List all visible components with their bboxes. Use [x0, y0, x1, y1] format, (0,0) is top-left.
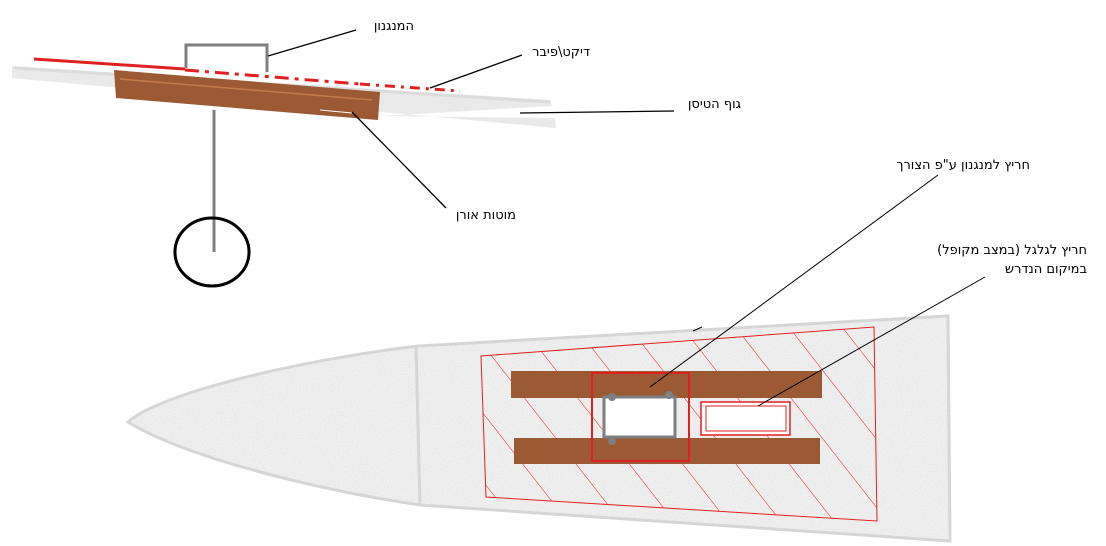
- label-plane-body: גוף הטיסן: [688, 97, 741, 112]
- mechanism-side: [184, 43, 269, 72]
- top-view: חריץ למנגנון ע"פ הצורך חריץ לגלגל (במצב …: [125, 158, 1087, 543]
- label-wheel-slot-line1: חריץ לגלגל (במצב מקופל): [937, 243, 1087, 258]
- hatched-cutout-area: [480, 326, 878, 522]
- leader-lines-side: [267, 29, 675, 209]
- dacron-fiber-layer: [33, 57, 461, 93]
- wheel-slot: [700, 401, 791, 436]
- label-mechanism-slot: חריץ למנגנון ע"פ הצורך: [896, 158, 1030, 173]
- wheel-icon: [173, 216, 251, 288]
- leader-lines-top: [649, 174, 986, 407]
- mechanism-slot: [591, 372, 690, 462]
- label-pine-rods: מוטות אורן: [456, 208, 516, 223]
- label-wheel-slot-line2: במיקום הנדרש: [1005, 262, 1087, 277]
- label-mechanism: המנגנון: [374, 19, 414, 34]
- wheel-assembly: [173, 110, 251, 288]
- pine-rods-side: [114, 70, 380, 120]
- side-view: המנגנון דיקט\פיבר גוף הטיסן מוטות אורן: [12, 19, 741, 288]
- label-dacron-fiber: דיקט\פיבר: [532, 45, 590, 60]
